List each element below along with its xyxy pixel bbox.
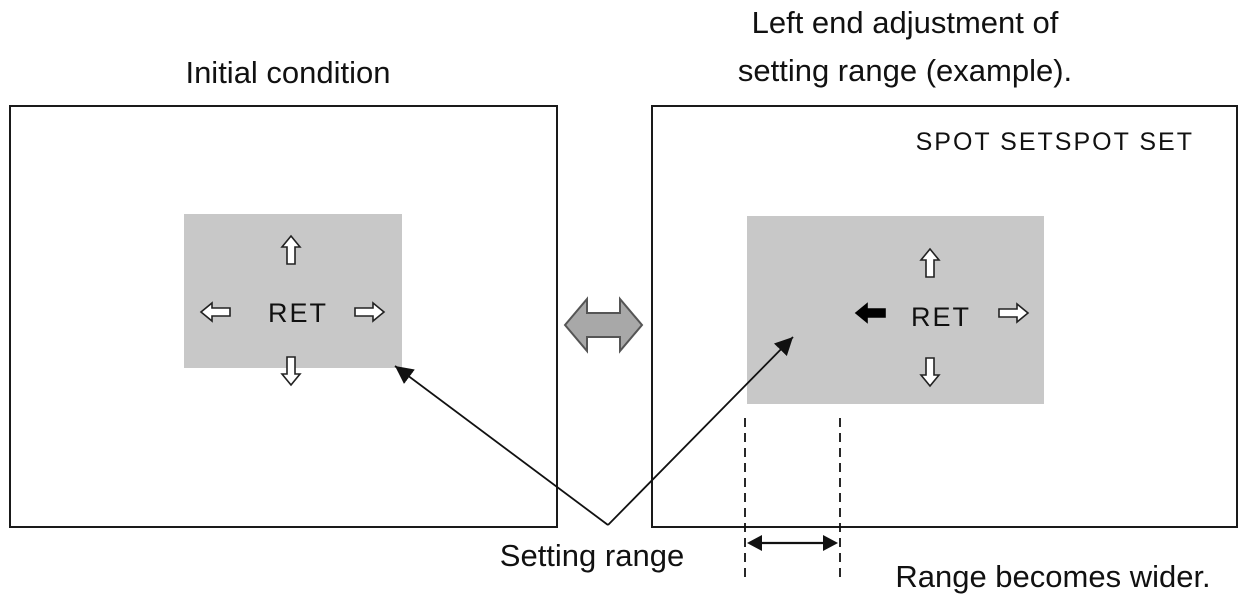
left-panel-title: Initial condition xyxy=(185,55,390,90)
right-down-arrow-icon xyxy=(919,357,941,388)
right-ret-label: RET xyxy=(911,302,971,332)
right-panel-title-line1: Left end adjustment of xyxy=(752,5,1059,40)
setting-range-label: Setting range xyxy=(500,538,684,573)
spot-set-label: SPOT SETSPOT SET xyxy=(916,128,1194,156)
range-wider-label: Range becomes wider. xyxy=(895,559,1210,594)
left-ret-label: RET xyxy=(268,298,328,328)
pointer-line-right xyxy=(607,336,794,526)
left-screen-frame xyxy=(9,105,558,528)
left-down-arrow-icon xyxy=(280,356,302,387)
pointer-line-left xyxy=(394,365,609,526)
range-width-arrow-icon xyxy=(747,535,838,551)
left-left-arrow-icon xyxy=(199,301,231,323)
right-range-panel xyxy=(747,216,1044,404)
right-screen-frame xyxy=(651,105,1238,528)
left-right-arrow-icon xyxy=(354,301,386,323)
right-panel-title-line2: setting range (example). xyxy=(738,53,1072,88)
left-range-panel xyxy=(184,214,402,368)
right-right-arrow-icon xyxy=(998,302,1030,324)
right-up-arrow-icon xyxy=(919,247,941,278)
double-arrow-icon xyxy=(563,296,644,354)
filled-left-arrow-icon xyxy=(854,302,886,324)
left-up-arrow-icon xyxy=(280,234,302,265)
